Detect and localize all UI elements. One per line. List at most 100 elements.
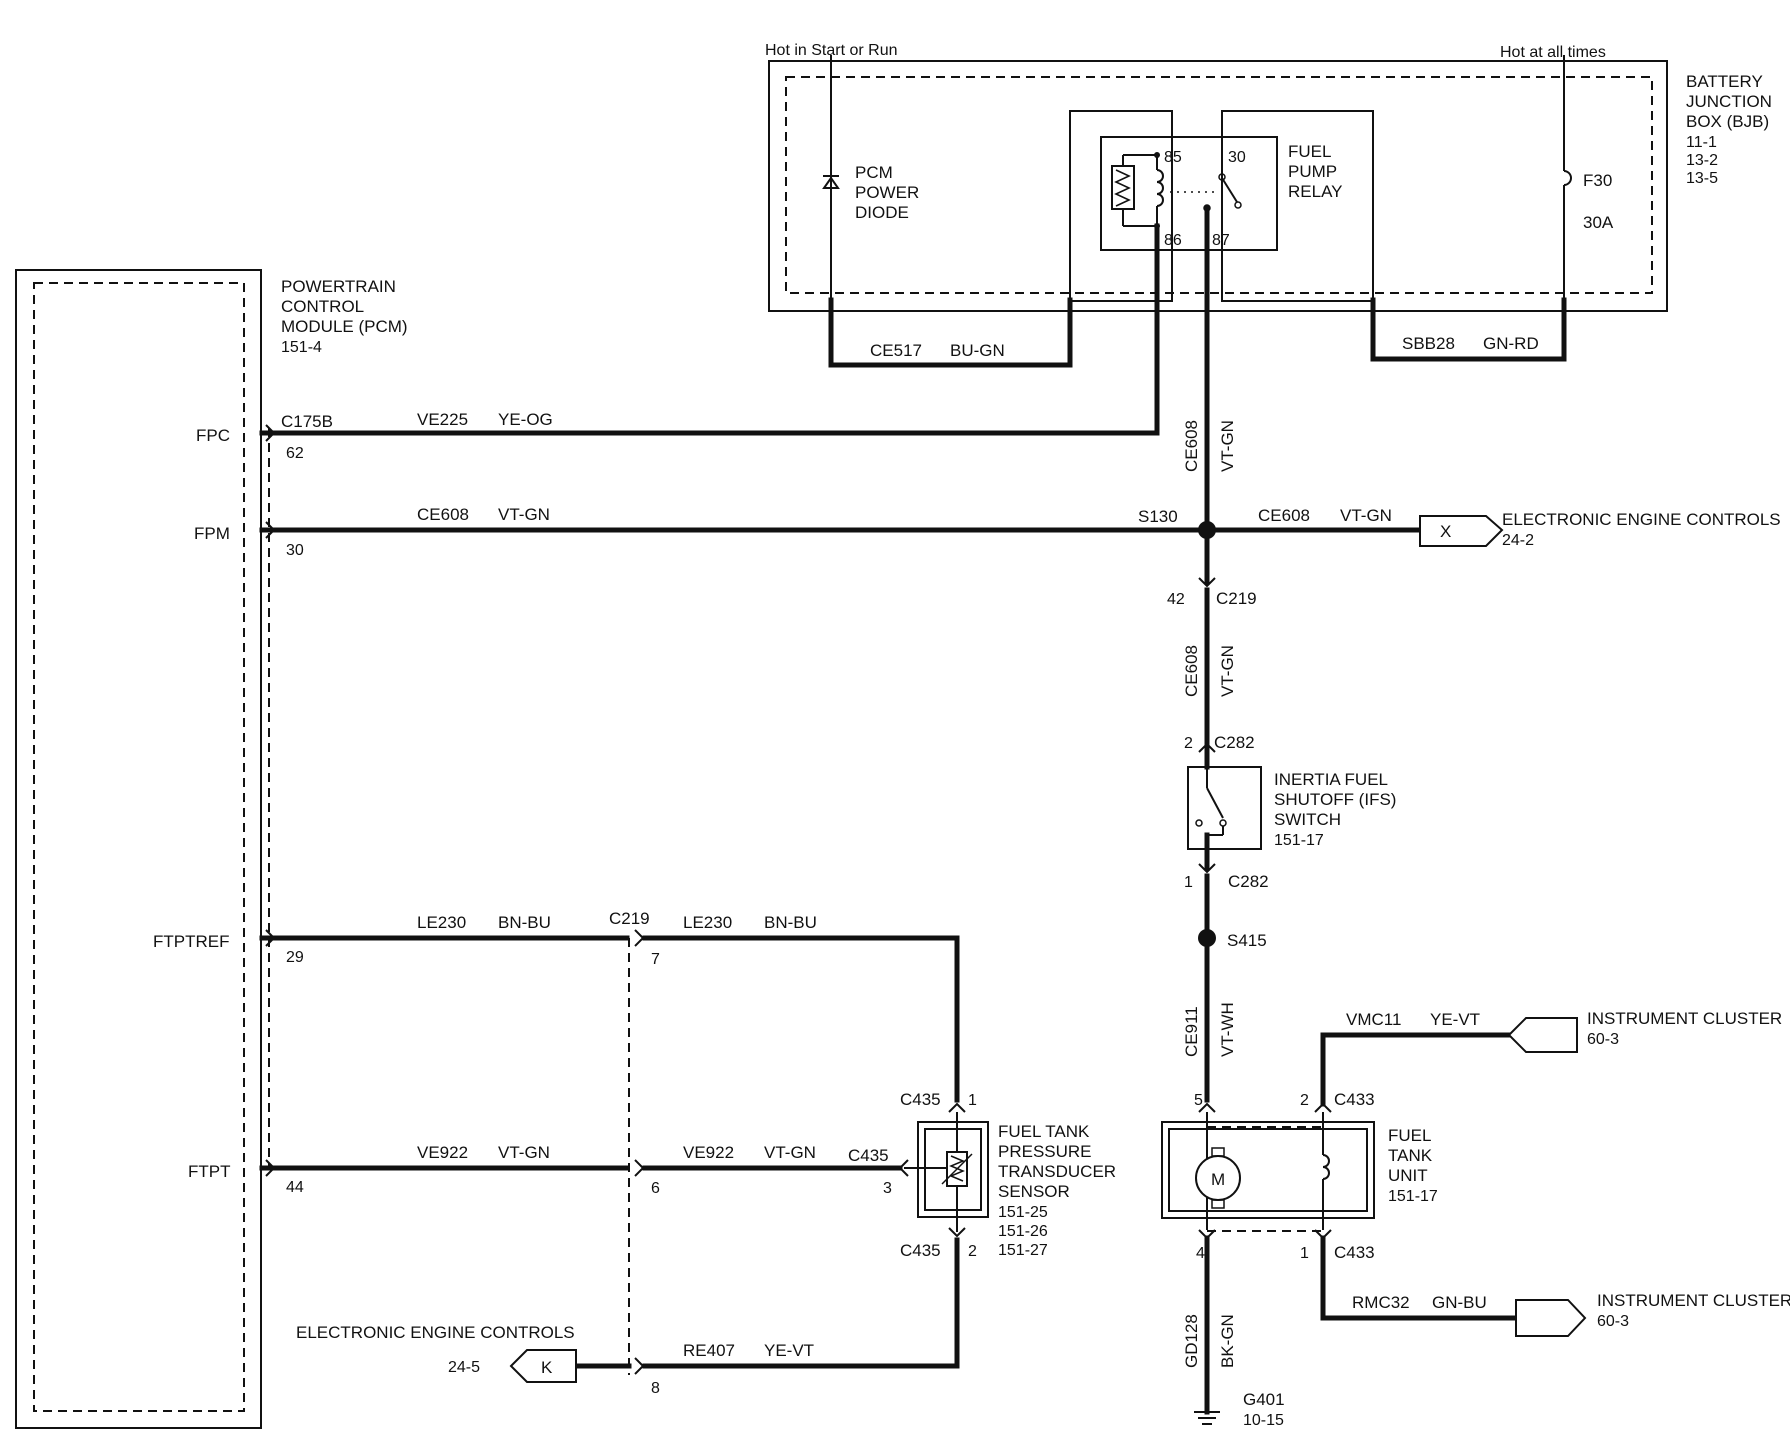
ifs-contact-right <box>1219 819 1227 827</box>
eec-k-connector-icon <box>509 1349 577 1383</box>
bjb-ref-1: 11-1 <box>1686 134 1717 151</box>
c433-label-top: C433 <box>1334 1090 1375 1109</box>
instrument-cluster-bottom-connector-icon <box>1515 1299 1587 1337</box>
relay-pin-30: 30 <box>1228 149 1246 166</box>
c282-label-bottom: C282 <box>1228 872 1269 891</box>
wire-re407-color: YE-VT <box>764 1341 814 1360</box>
c219-pin-7: 7 <box>651 951 660 968</box>
eec-x-label: ELECTRONIC ENGINE CONTROLS <box>1502 510 1781 529</box>
fuel-tank-unit-outer <box>1161 1121 1375 1219</box>
ifs-label-2: SHUTOFF (IFS) <box>1274 790 1396 809</box>
pcm-signal-ftpt: FTPT <box>188 1162 231 1181</box>
relay-body <box>1100 136 1278 251</box>
relay-pin-86: 86 <box>1164 232 1182 249</box>
pcm-signal-ftptref: FTPTREF <box>153 932 230 951</box>
c219-pin-42: 42 <box>1167 591 1185 608</box>
wire-vmc11-color: YE-VT <box>1430 1010 1480 1029</box>
ftpt-sensor-label-2: PRESSURE <box>998 1142 1092 1161</box>
fuel-pump-feed-run: CE608 VT-GN S130 CE608 VT-GN X ELECTRONI… <box>1138 205 1781 1103</box>
instrument-cluster-top-connector-icon <box>1507 1017 1578 1053</box>
relay-left-frame <box>1069 110 1173 302</box>
pcm-title-2: CONTROL <box>281 297 364 316</box>
wire-ce608-lower-color: VT-GN <box>1218 645 1237 697</box>
c282-label-top: C282 <box>1214 733 1255 752</box>
diode-label-2: POWER <box>855 183 919 202</box>
instrument-cluster-top-ref: 60-3 <box>1587 1031 1619 1048</box>
c282-pin-2: 2 <box>1184 735 1193 752</box>
wire-ve922-sensor-circuit: VE922 <box>683 1143 734 1162</box>
ftpt-sensor-inner <box>924 1128 982 1211</box>
c219-label: C219 <box>609 909 650 928</box>
c435-pin-1: 1 <box>968 1092 977 1109</box>
wire-ve922-sensor-color: VT-GN <box>764 1143 816 1162</box>
wire-re407-circuit: RE407 <box>683 1341 735 1360</box>
c433-pin-2: 2 <box>1300 1092 1309 1109</box>
c219-pin6-connector-icon <box>634 1159 645 1177</box>
powertrain-control-module: POWERTRAIN CONTROL MODULE (PCM) 151-4 C1… <box>15 223 1210 1429</box>
splice-s415-label: S415 <box>1227 931 1267 950</box>
ifs-contact-left <box>1195 819 1203 827</box>
relay-pin85-dot <box>1154 152 1160 158</box>
wire-le230-sensor <box>642 935 960 1103</box>
relay-pin-85: 85 <box>1164 149 1182 166</box>
wire-ce608-lower-circuit: CE608 <box>1182 645 1201 697</box>
wire-ve225-circuit: VE225 <box>417 410 468 429</box>
wire-ve922-pcm-circuit: VE922 <box>417 1143 468 1162</box>
wire-ve225-color: YE-OG <box>498 410 553 429</box>
pcm-inner-dashed <box>33 282 245 1412</box>
relay-label-3: RELAY <box>1288 182 1343 201</box>
c433-pin-5: 5 <box>1194 1092 1203 1109</box>
motor-brush-top <box>1211 1147 1225 1157</box>
fuse-rating: 30A <box>1583 213 1614 232</box>
c435-label-top: C435 <box>900 1090 941 1109</box>
wire-ve922-pcm-color: VT-GN <box>498 1143 550 1162</box>
pcm-ref: 151-4 <box>281 339 322 356</box>
c433-pin5-connector-icon <box>1198 1102 1216 1113</box>
wire-gd128-circuit: GD128 <box>1182 1314 1201 1368</box>
motor-label: M <box>1211 1170 1225 1189</box>
instrument-cluster-bottom-ref: 60-3 <box>1597 1313 1629 1330</box>
c435-label-mid: C435 <box>848 1146 889 1165</box>
pcm-pin-44: 44 <box>286 1179 304 1196</box>
c282-pin2-connector-icon <box>1198 742 1216 753</box>
wire-ve225 <box>259 223 1160 436</box>
pcm-signal-fpc: FPC <box>196 426 230 445</box>
eec-x-letter: X <box>1440 522 1451 541</box>
ftpt-sensor-outer <box>917 1121 989 1218</box>
pcm-outline <box>15 269 262 1429</box>
ground-ref: 10-15 <box>1243 1412 1284 1429</box>
fuse-icon <box>1563 170 1572 186</box>
wire-ce517 <box>828 297 1073 368</box>
bjb-title-line1: BATTERY <box>1686 72 1763 91</box>
c219-pin-6: 6 <box>651 1180 660 1197</box>
wire-ce608-upper-circuit: CE608 <box>1182 420 1201 472</box>
bjb-inner-dashed <box>785 76 1653 294</box>
ftpt-sensor-ref-1: 151-25 <box>998 1204 1048 1221</box>
wire-vmc11-circuit: VMC11 <box>1346 1010 1401 1029</box>
ftpt-sensor-label-3: TRANSDUCER <box>998 1162 1116 1181</box>
wire-sbb28-circuit: SBB28 <box>1402 334 1455 353</box>
diode-label-3: DIODE <box>855 203 909 222</box>
wire-ce911-circuit: CE911 <box>1182 1006 1201 1057</box>
diode-symbol <box>822 175 840 189</box>
pcm-title-3: MODULE (PCM) <box>281 317 408 336</box>
eec-x-connector-icon <box>1419 515 1504 547</box>
wire-le230-sensor-color: BN-BU <box>764 913 817 932</box>
ifs-switch-blade-icon <box>1206 787 1224 819</box>
pcm-pin-62: 62 <box>286 445 304 462</box>
instrument-cluster-bottom-label: INSTRUMENT CLUSTER <box>1597 1291 1790 1310</box>
wire-ce608-eec-circuit: CE608 <box>1258 506 1310 525</box>
pcm-pin-29: 29 <box>286 949 304 966</box>
wire-le230-pcm-color: BN-BU <box>498 913 551 932</box>
splice-s415 <box>1198 929 1216 947</box>
ifs-label-3: SWITCH <box>1274 810 1341 829</box>
c435-pin3-connector-icon <box>898 1159 909 1177</box>
c282-pin-1: 1 <box>1184 874 1193 891</box>
ftpt-sensor-label-4: SENSOR <box>998 1182 1070 1201</box>
battery-junction-box: Hot in Start or Run Hot at all times BAT… <box>765 42 1772 368</box>
bjb-title-line3: BOX (BJB) <box>1686 112 1769 131</box>
wire-rmc32-color: GN-BU <box>1432 1293 1487 1312</box>
c435-pin-2: 2 <box>968 1243 977 1260</box>
c219-label-vertical: C219 <box>1216 589 1257 608</box>
